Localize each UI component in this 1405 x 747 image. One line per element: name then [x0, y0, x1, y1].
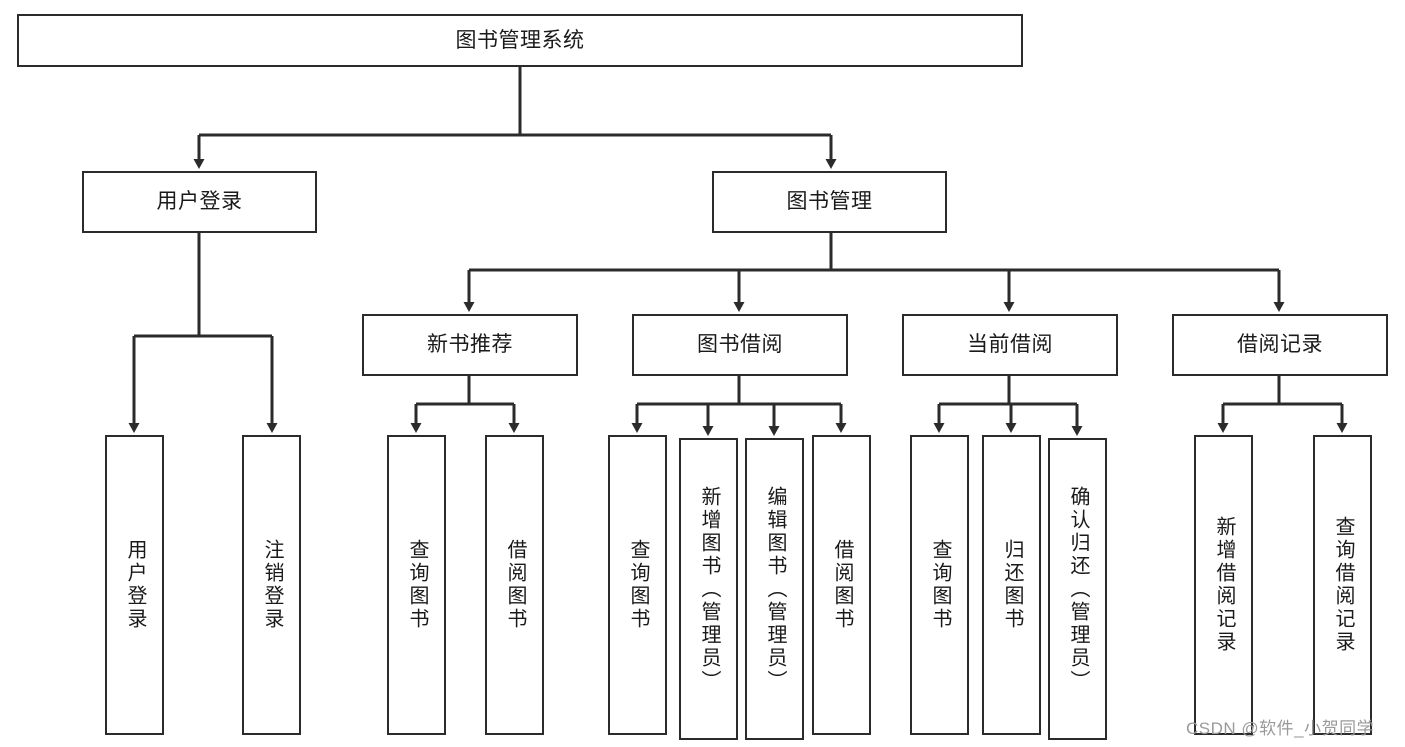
leaf-confirm-return-admin-label: 确认归还（管理员）	[1067, 485, 1089, 693]
node-user-login[interactable]: 用户登录	[82, 171, 317, 233]
leaf-logout[interactable]: 注销登录	[242, 435, 301, 735]
leaf-query-borrowing-record-label: 查询借阅记录	[1332, 516, 1354, 654]
node-borrowing-record[interactable]: 借阅记录	[1172, 314, 1388, 376]
node-book-management-label: 图书管理	[786, 190, 873, 214]
node-root-label: 图书管理系统	[455, 28, 585, 52]
leaf-query-book-borrowing[interactable]: 查询图书	[608, 435, 667, 735]
node-user-login-label: 用户登录	[156, 190, 243, 214]
node-current-borrowing[interactable]: 当前借阅	[902, 314, 1118, 376]
leaf-query-book-recommendation-label: 查询图书	[406, 539, 428, 631]
leaf-query-book-current-label: 查询图书	[929, 539, 951, 631]
leaf-borrow-book-recommendation[interactable]: 借阅图书	[485, 435, 544, 735]
leaf-borrow-book-recommendation-label: 借阅图书	[504, 539, 526, 631]
leaf-query-book-current[interactable]: 查询图书	[910, 435, 969, 735]
node-new-book-recommendation[interactable]: 新书推荐	[362, 314, 578, 376]
leaf-confirm-return-admin[interactable]: 确认归还（管理员）	[1048, 438, 1107, 740]
leaf-user-login[interactable]: 用户登录	[105, 435, 164, 735]
node-new-book-recommendation-label: 新书推荐	[427, 333, 513, 357]
leaf-add-book-admin-label: 新增图书（管理员）	[698, 485, 720, 693]
leaf-edit-book-admin-label: 编辑图书（管理员）	[764, 485, 786, 693]
csdn-watermark: CSDN @软件_小贺同学	[1186, 719, 1375, 738]
node-current-borrowing-label: 当前借阅	[967, 333, 1053, 357]
leaf-return-book-label: 归还图书	[1001, 539, 1023, 631]
node-book-management[interactable]: 图书管理	[712, 171, 947, 233]
leaf-add-borrowing-record-label: 新增借阅记录	[1213, 516, 1235, 654]
leaf-query-book-recommendation[interactable]: 查询图书	[387, 435, 446, 735]
leaf-query-book-borrowing-label: 查询图书	[627, 539, 649, 631]
leaf-query-borrowing-record[interactable]: 查询借阅记录	[1313, 435, 1372, 735]
node-borrowing-record-label: 借阅记录	[1237, 333, 1323, 357]
leaf-borrow-book-borrowing-label: 借阅图书	[831, 539, 853, 631]
leaf-add-book-admin[interactable]: 新增图书（管理员）	[679, 438, 738, 740]
leaf-return-book[interactable]: 归还图书	[982, 435, 1041, 735]
leaf-borrow-book-borrowing[interactable]: 借阅图书	[812, 435, 871, 735]
node-book-borrowing-label: 图书借阅	[697, 333, 783, 357]
node-book-borrowing[interactable]: 图书借阅	[632, 314, 848, 376]
node-root[interactable]: 图书管理系统	[17, 14, 1023, 67]
leaf-logout-label: 注销登录	[261, 539, 283, 631]
leaf-user-login-label: 用户登录	[124, 539, 146, 631]
leaf-edit-book-admin[interactable]: 编辑图书（管理员）	[745, 438, 804, 740]
leaf-add-borrowing-record[interactable]: 新增借阅记录	[1194, 435, 1253, 735]
